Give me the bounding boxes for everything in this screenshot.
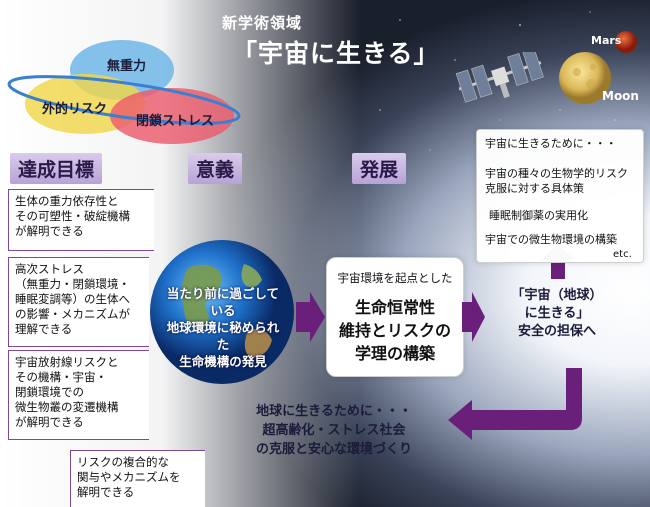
- space-list-etc: etc.: [613, 249, 632, 260]
- goal-2-line-5: 理解できる: [15, 322, 73, 336]
- venn-diagram: [7, 40, 241, 144]
- goal-box-1: 生体の重力依存性と その可塑性・破綻機構 が解明できる: [8, 189, 154, 251]
- moon-image: [559, 52, 611, 104]
- goal-1-line-1: 生体の重力依存性と: [15, 194, 119, 208]
- mars-label: Mars: [591, 34, 622, 47]
- page-title: 「宇宙に生きる」: [232, 39, 440, 68]
- goal-2-line-3: 睡眠変調等）の生体へ: [15, 292, 130, 306]
- mars-planet-image: [615, 31, 637, 53]
- earth-globe-image: [150, 240, 294, 384]
- earth-message-line-1: 地球に生きるために・・・: [256, 404, 412, 419]
- goal-2-line-2: （無重力・閉鎖環境・: [15, 277, 130, 291]
- significance-text: 当たり前に過ごしている 地球環境に秘められた 生命機構の発見: [162, 285, 284, 370]
- development-line-1: 生命恒常性: [354, 298, 435, 317]
- space-item-1-line-1: 宇宙の種々の生物学的リスク: [485, 167, 628, 180]
- space-list-intro: 宇宙に生きるために・・・: [485, 137, 617, 150]
- goal-3-line-2: その機構・宇宙・: [15, 370, 107, 384]
- earth-message-line-3: の克服と安心な環境づくり: [255, 442, 412, 457]
- goal-box-4: リスクの複合的な 関与やメカニズムを 解明できる: [70, 450, 205, 507]
- significance-header: 意義: [188, 153, 243, 184]
- venn-label-closure-stress: 閉鎖ストレス: [136, 114, 215, 129]
- space-station-image: [455, 52, 544, 103]
- venn-label-external-risk: 外的リスク: [42, 102, 108, 117]
- earth-message: 地球に生きるために・・・ 超高齢化・ストレス社会 の克服と安心な環境づくり: [216, 402, 452, 459]
- venn-label-weightless: 無重力: [107, 59, 147, 74]
- space-list-item-3: 宇宙での微生物環境の構築: [485, 233, 617, 246]
- goal-4-line-2: 関与やメカニズムを: [77, 470, 181, 484]
- goal-3-line-4: 微生物叢の変遷機構: [15, 400, 119, 414]
- moon-label: Moon: [602, 89, 639, 103]
- space-list-item-2: 睡眠制御薬の実用化: [489, 209, 588, 222]
- subtitle: 新学術領域: [222, 14, 303, 32]
- development-subtext: 宇宙環境を起点とした: [337, 271, 453, 285]
- goal-2-line-1: 高次ストレス: [15, 262, 84, 276]
- development-box: 宇宙環境を起点とした 生命恒常性 維持とリスクの 学理の構築: [326, 257, 464, 377]
- goal-3-line-1: 宇宙放射線リスクと: [15, 355, 119, 369]
- space-item-1-line-2: 克服に対する具体策: [485, 182, 584, 195]
- significance-line-1: 当たり前に過ごしている: [166, 286, 280, 318]
- venn-circle-red: [110, 88, 234, 144]
- goal-box-2: 高次ストレス （無重力・閉鎖環境・ 睡眠変調等）の生体へ の影響・メカニズムが …: [8, 257, 149, 347]
- significance-line-3: 生命機構の発見: [179, 354, 267, 369]
- space-list-item-1: 宇宙の種々の生物学的リスク 克服に対する具体策: [485, 166, 628, 196]
- safety-text: 「宇宙（地球） に生きる」 安全の担保へ: [482, 287, 632, 341]
- goal-3-line-5: が解明できる: [15, 415, 84, 429]
- goal-1-line-2: その可塑性・破綻機構: [15, 209, 130, 223]
- development-line-3: 学理の構築: [354, 344, 435, 363]
- earth-message-line-2: 超高齢化・ストレス社会: [262, 423, 406, 438]
- development-main-text: 生命恒常性 維持とリスクの 学理の構築: [327, 296, 463, 365]
- development-line-2: 維持とリスクの: [338, 321, 451, 340]
- goal-3-line-3: 閉鎖環境での: [15, 385, 84, 399]
- significance-line-2: 地球環境に秘められた: [166, 320, 280, 352]
- arrow-development-to-safety: [462, 292, 485, 342]
- safety-line-3: 安全の担保へ: [517, 324, 596, 339]
- return-arrow: [448, 368, 582, 440]
- safety-line-1: 「宇宙（地球）: [511, 288, 603, 303]
- goal-1-line-3: が解明できる: [15, 224, 84, 238]
- goal-4-line-3: 解明できる: [77, 485, 135, 499]
- goal-4-line-1: リスクの複合的な: [77, 455, 169, 469]
- goals-header: 達成目標: [10, 153, 103, 184]
- goal-box-3: 宇宙放射線リスクと その機構・宇宙・ 閉鎖環境での 微生物叢の変遷機構 が解明で…: [8, 350, 149, 440]
- goal-2-line-4: の影響・メカニズムが: [15, 307, 130, 321]
- development-header: 発展: [352, 153, 407, 184]
- space-list-box: 宇宙に生きるために・・・ 宇宙の種々の生物学的リスク 克服に対する具体策 睡眠制…: [476, 129, 644, 263]
- orbit-ring: [7, 75, 241, 125]
- safety-line-2: に生きる」: [524, 306, 590, 321]
- arrow-significance-to-development: [296, 292, 325, 342]
